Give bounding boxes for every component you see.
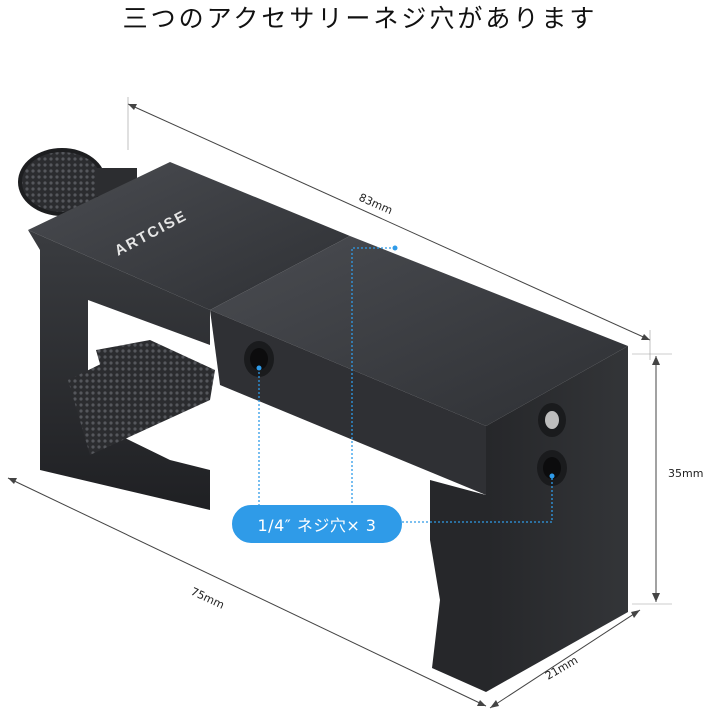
thread-hole-callout-label: 1/4″ ネジ穴× 3: [257, 516, 377, 535]
thread-hole-callout: 1/4″ ネジ穴× 3: [232, 505, 402, 543]
dimension-21mm-label: 21mm: [543, 654, 580, 683]
thread-hole-front: [244, 341, 274, 377]
knurled-knob: [18, 148, 137, 216]
dimension-75mm-label: 75mm: [189, 585, 227, 612]
dimension-35mm: 35mm: [632, 353, 703, 605]
callout-leaders: [256, 245, 555, 523]
dimension-83mm-label: 83mm: [357, 191, 395, 217]
page-title: 三つのアクセサリーネジ穴があります: [122, 4, 598, 33]
jaw-teeth: [68, 340, 215, 455]
dimension-35mm-label: 35mm: [668, 467, 703, 480]
clamp-body: ARTCISE: [18, 148, 628, 692]
thread-hole-side-top: [538, 403, 566, 437]
thread-hole-side-bottom: [537, 450, 567, 486]
